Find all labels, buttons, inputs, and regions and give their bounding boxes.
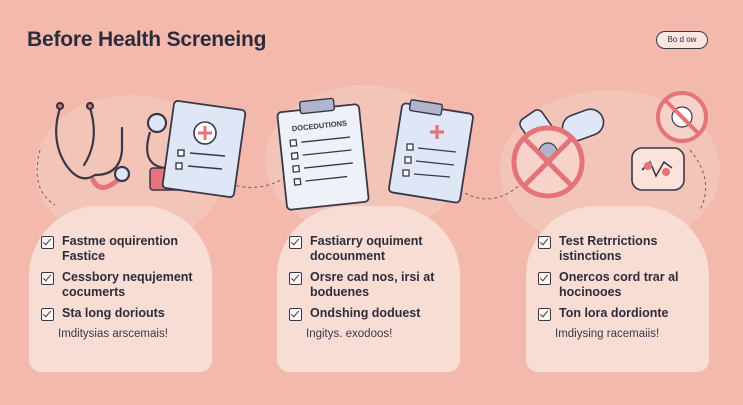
checklist-item-label: Ondshing doduest xyxy=(310,306,421,320)
medical-clipboard-icon xyxy=(149,100,247,198)
checklist-item-label: Fastme oquirention Fastice xyxy=(62,234,178,263)
checkbox-checked[interactable] xyxy=(538,272,551,285)
checkbox-checked[interactable] xyxy=(289,236,302,249)
prohibited-icon xyxy=(656,91,708,143)
checklist-item-label: Orsre cad nos, irsi at boduenes xyxy=(310,270,435,299)
panel-footer-text: Imdiysing racemaiis! xyxy=(555,328,660,340)
header-pill-button[interactable]: Bo d ow xyxy=(656,31,708,49)
checklist-panel-1: Fastme oquirention Fastice Cessbory nequ… xyxy=(29,206,212,372)
checklist-panel-3: Test Retrrictions istinctions Onercos co… xyxy=(526,206,709,372)
checklist-item[interactable]: Onercos cord trar al hocinooes xyxy=(538,270,679,300)
checklist-item-label: Fastiarry oquiment docounment xyxy=(310,234,423,263)
checklist-item[interactable]: Ton lora dordionte xyxy=(538,306,668,321)
checklist-item-label: Cessbory nequjement cocumerts xyxy=(62,270,193,299)
checklist-item-label: Test Retrrictions istinctions xyxy=(559,234,658,263)
checklist-item[interactable]: Ondshing doduest xyxy=(289,306,420,321)
panel-footer-text: Ingitys. exodoos! xyxy=(306,328,393,340)
stethoscope-loop-icon xyxy=(146,112,168,170)
checklist-item[interactable]: Fastme oquirention Fastice xyxy=(41,234,178,264)
medical-form-icon xyxy=(388,99,474,204)
stethoscope-icon xyxy=(55,101,131,190)
checkbox-checked[interactable] xyxy=(41,272,54,285)
checkbox-checked[interactable] xyxy=(538,308,551,321)
checkbox-checked[interactable] xyxy=(538,236,551,249)
heart-monitor-icon xyxy=(631,147,685,191)
checklist-item-label: Ton lora dordionte xyxy=(559,306,669,320)
checkbox-checked[interactable] xyxy=(41,236,54,249)
checkbox-checked[interactable] xyxy=(289,272,302,285)
checkbox-checked[interactable] xyxy=(41,308,54,321)
checklist-item[interactable]: Cessbory nequjement cocumerts xyxy=(41,270,193,300)
checklist-clipboard-icon: DOCEDUTIONS xyxy=(276,97,370,211)
checklist-panel-2: Fastiarry oquiment docounment Orsre cad … xyxy=(277,206,460,372)
checklist-item-label: Onercos cord trar al hocinooes xyxy=(559,270,679,299)
checklist-item[interactable]: Sta long doriouts xyxy=(41,306,165,321)
checklist-item[interactable]: Orsre cad nos, irsi at boduenes xyxy=(289,270,434,300)
checkbox-checked[interactable] xyxy=(289,308,302,321)
checklist-item[interactable]: Fastiarry oquiment docounment xyxy=(289,234,423,264)
checklist-item-label: Sta long doriouts xyxy=(62,306,165,320)
panel-footer-text: Imditysias arscemais! xyxy=(58,328,168,340)
checklist-item[interactable]: Test Retrrictions istinctions xyxy=(538,234,657,264)
page-title: Before Health Screneing xyxy=(27,28,267,51)
no-food-icon xyxy=(511,125,585,199)
